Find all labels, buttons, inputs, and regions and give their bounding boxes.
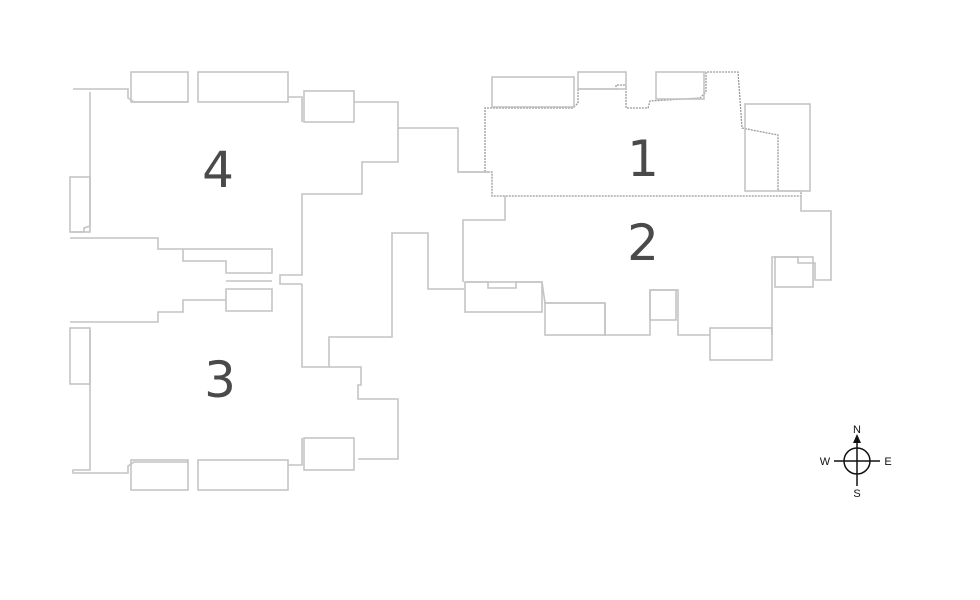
- unit-1[interactable]: [458, 71, 811, 197]
- compass-north: N: [853, 424, 861, 436]
- unit-4[interactable]: [69, 71, 490, 285]
- unit-3-label: 3: [204, 351, 236, 409]
- unit-2-label: 2: [627, 214, 659, 272]
- unit-1-label: 1: [627, 130, 659, 188]
- unit-4-label: 4: [202, 141, 234, 199]
- compass-east: E: [884, 456, 891, 468]
- compass-west: W: [820, 456, 831, 468]
- corridor: [328, 232, 464, 367]
- compass-icon: N E S W: [820, 424, 892, 500]
- unit-3[interactable]: [69, 284, 399, 491]
- compass-south: S: [853, 488, 860, 500]
- unit-2[interactable]: [462, 196, 832, 361]
